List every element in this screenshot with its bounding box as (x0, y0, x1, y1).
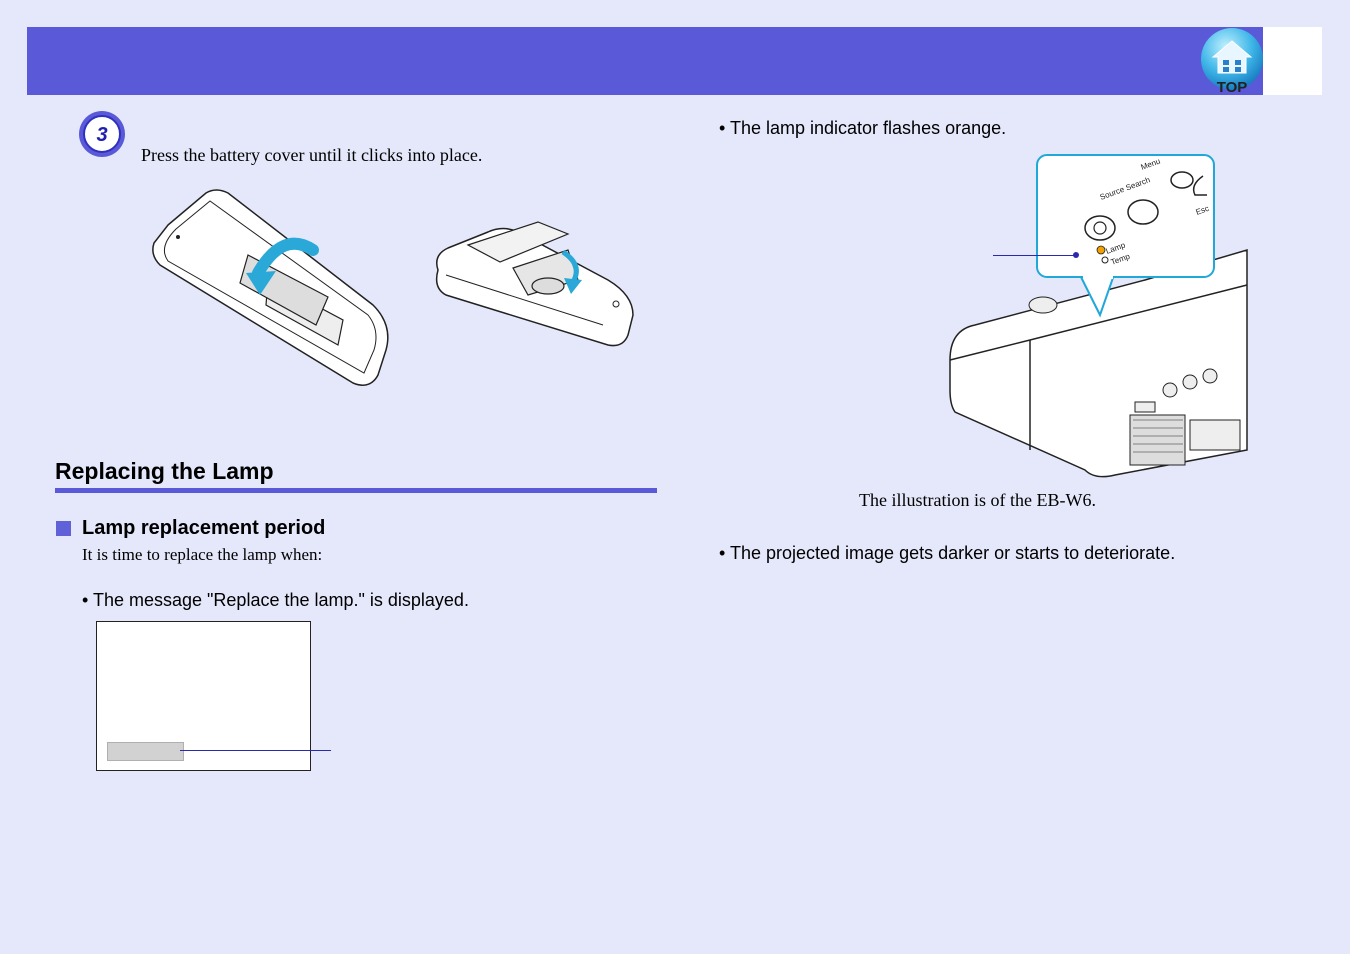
step-number-badge: 3 (79, 111, 125, 157)
header-corner (1263, 27, 1322, 95)
square-bullet-icon (56, 521, 71, 536)
projected-screen-mock (96, 621, 311, 771)
bullet-lamp-indicator: • The lamp indicator flashes orange. (719, 118, 1007, 138)
projector-illustration: Lamp Temp Menu Source Search Esc (949, 154, 1248, 478)
bullet-message-displayed: • The message "Replace the lamp." is dis… (82, 590, 469, 610)
subsection-intro: It is time to replace the lamp when: (82, 545, 323, 564)
top-label: TOP (1216, 79, 1248, 96)
section-divider (55, 488, 657, 493)
led-callout-dot (1073, 252, 1079, 258)
step-text: Press the battery cover until it clicks … (141, 145, 483, 165)
illustration-caption: The illustration is of the EB-W6. (859, 490, 1096, 510)
remote-control-illustration (152, 189, 389, 386)
remote-battery-cover-illustration (435, 221, 634, 347)
top-button[interactable]: TOP (1199, 27, 1265, 97)
header-bar (27, 27, 1263, 95)
subsection-title: Lamp replacement period (82, 517, 326, 539)
step-number: 3 (96, 124, 107, 146)
panel-label-esc: Esc (1195, 204, 1211, 217)
warning-message-box (107, 742, 184, 761)
section-title: Replacing the Lamp (55, 458, 274, 484)
bullet-image-deteriorates: • The projected image gets darker or sta… (719, 543, 1176, 563)
led-callout-line (993, 255, 1075, 256)
callout-line (180, 750, 331, 751)
home-icon (1201, 28, 1263, 90)
